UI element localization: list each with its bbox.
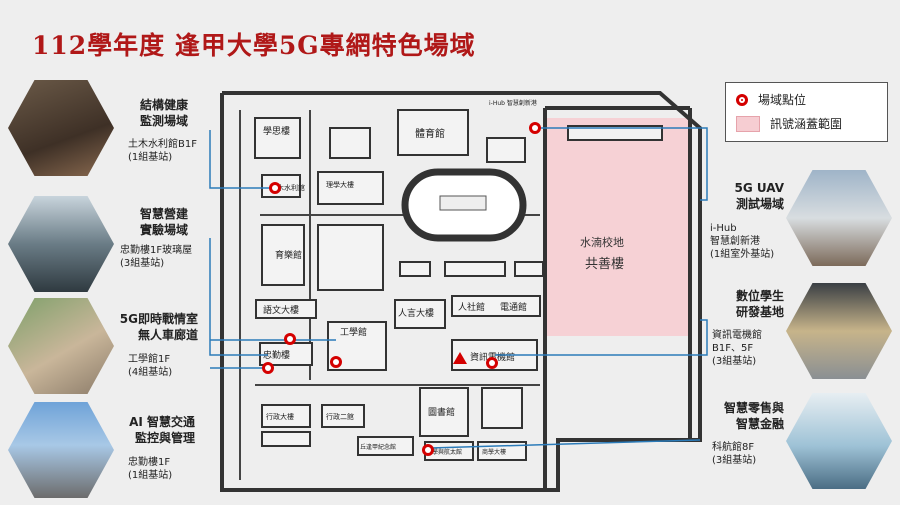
site-photo-lab [786, 283, 892, 379]
coverage-area [546, 118, 690, 336]
site-name-uav: 5G UAV 測試場域 [734, 181, 784, 211]
site-name-construction: 智慧營建 實驗場域 [139, 207, 188, 237]
legend-site-label: 場域點位 [758, 93, 807, 107]
site-marker-icon [736, 93, 748, 106]
svg-text:行政二館: 行政二館 [326, 412, 354, 421]
site-detail-lab: 資訊電機館 B1F、5F (3組基站) [712, 330, 762, 367]
svg-text:行政大樓: 行政大樓 [266, 412, 294, 421]
svg-text:共善樓: 共善樓 [585, 256, 624, 272]
svg-text:電通館: 電通館 [500, 301, 527, 313]
legend-coverage-label: 訊號涵蓋範圍 [770, 117, 843, 131]
svg-text:資訊電機館: 資訊電機館 [470, 351, 515, 363]
svg-text:人言大樓: 人言大樓 [398, 307, 434, 319]
site-name-traffic: AI 智慧交通 監控與管理 [129, 415, 195, 445]
site-name-retail: 智慧零售與 智慧金融 [723, 401, 784, 431]
site-photo-retail [786, 393, 892, 489]
site-name-lab: 數位學生 研發基地 [735, 289, 784, 319]
site-name-structural: 結構健康 監測場域 [139, 98, 188, 128]
site-name-warroom: 5G即時戰情室 無人車廊道 [119, 312, 198, 342]
svg-text:水湳校地: 水湳校地 [580, 235, 624, 249]
site-markers [262, 122, 541, 456]
svg-text:人社館: 人社館 [458, 301, 485, 313]
svg-text:土木水利館: 土木水利館 [270, 183, 305, 192]
svg-text:忠勤樓: 忠勤樓 [263, 349, 290, 361]
svg-text:理學大樓: 理學大樓 [326, 180, 354, 189]
svg-text:i-Hub 智慧創新港: i-Hub 智慧創新港 [489, 99, 537, 107]
legend: 場域點位 訊號涵蓋範圍 [725, 82, 888, 142]
svg-text:育樂館: 育樂館 [275, 249, 302, 261]
site-detail-traffic: 忠勤樓1F (1組基站) [128, 457, 173, 481]
legend-row-coverage: 訊號涵蓋範圍 [736, 115, 842, 132]
connector-lines [209, 127, 708, 449]
legend-row-site: 場域點位 [736, 91, 806, 108]
page-title: 112學年度 逢甲大學5G專網特色場域 [32, 31, 476, 60]
coverage-swatch-icon [736, 115, 760, 132]
svg-text:商學大樓: 商學大樓 [482, 448, 506, 456]
site-detail-retail: 科航館8F (3組基站) [712, 442, 757, 466]
svg-text:丘逢甲紀念館: 丘逢甲紀念館 [360, 443, 396, 451]
svg-text:學思樓: 學思樓 [263, 125, 290, 137]
track-field-label-box [439, 195, 487, 211]
site-detail-construction: 忠勤樓1F玻璃屋 (3組基站) [120, 245, 193, 269]
svg-text:語文大樓: 語文大樓 [263, 304, 299, 316]
site-photo-uav [786, 170, 892, 266]
site-detail-warroom: 工學館1F (4組基站) [128, 354, 173, 378]
road-network [220, 91, 702, 492]
site-detail-structural: 土木水利館B1F (1組基站) [128, 139, 197, 163]
svg-text:體育館: 體育館 [415, 127, 445, 140]
svg-text:科學與航太館: 科學與航太館 [426, 448, 462, 456]
svg-text:圖書館: 圖書館 [428, 406, 455, 418]
svg-text:工學館: 工學館 [340, 326, 367, 338]
site-detail-uav: i-Hub 智慧創新港 (1組室外基站) [710, 223, 775, 260]
